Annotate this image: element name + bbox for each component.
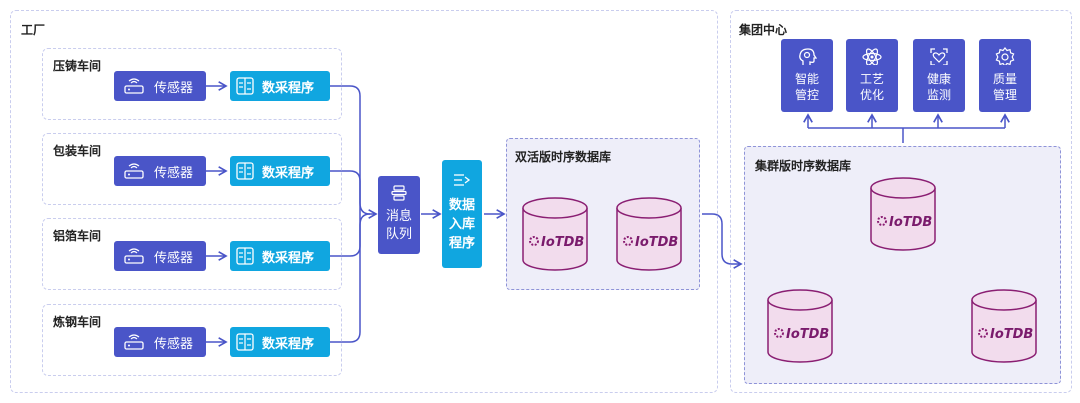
sensor-node: 传感器: [114, 241, 206, 271]
sensor-label: 传感器: [154, 336, 194, 352]
workshop-title: 铝箔车间: [53, 229, 102, 243]
sensor-label: 传感器: [154, 250, 194, 266]
data-collect-icon: [236, 247, 254, 265]
iotdb-cylinder: IoTDB: [522, 197, 588, 271]
app-tile: 健康 监测: [913, 39, 965, 112]
workshop-panel: 铝箔车间: [42, 218, 342, 290]
factory-title: 工厂: [21, 23, 46, 37]
workshop-panel: 炼钢车间: [42, 304, 342, 376]
program-node: 数采程序: [230, 241, 330, 271]
sensor-node: 传感器: [114, 156, 206, 186]
group-center-region: 集团中心: [730, 10, 1072, 393]
workshop-panel: 压铸车间: [42, 48, 342, 120]
program-node: 数采程序: [230, 156, 330, 186]
app-label-2: 优化: [859, 88, 884, 102]
dual-db-title: 双活版时序数据库: [515, 150, 612, 164]
svg-text:IoTDB: IoTDB: [635, 235, 678, 250]
router-icon: [124, 334, 144, 350]
sensor-label: 传感器: [154, 80, 194, 96]
factory-region: 工厂: [10, 10, 718, 393]
workshop-title: 包装车间: [53, 144, 102, 158]
program-label: 数采程序: [262, 336, 315, 352]
svg-text:IoTDB: IoTDB: [541, 235, 584, 250]
router-icon: [124, 163, 144, 179]
sensor-node: 传感器: [114, 327, 206, 357]
smart-brain-icon: [799, 48, 817, 65]
iotdb-cylinder: IoTDB: [870, 177, 936, 251]
group-title: 集团中心: [739, 23, 788, 37]
iotdb-cylinder: IoTDB: [616, 197, 682, 271]
program-label: 数采程序: [262, 165, 315, 181]
app-tile: 智能 管控: [781, 39, 833, 112]
sensor-label: 传感器: [154, 165, 194, 181]
ingest-label-2: 入库: [448, 217, 475, 232]
gear-icon: [995, 47, 1015, 65]
workshop-title: 炼钢车间: [53, 315, 102, 329]
app-label-1: 质量: [992, 72, 1017, 86]
cluster-db-title: 集群版时序数据库: [755, 159, 852, 173]
app-label-2: 管控: [794, 88, 819, 102]
workshop-panel: 包装车间: [42, 133, 342, 205]
workshop-title: 压铸车间: [53, 59, 102, 73]
mq-label-1: 消息: [385, 209, 412, 224]
app-label-1: 工艺: [859, 72, 884, 86]
router-icon: [124, 78, 144, 94]
atom-icon: [862, 48, 882, 65]
app-tile: 质量 管理: [979, 39, 1031, 112]
app-tile: 工艺 优化: [846, 39, 898, 112]
data-collect-icon: [236, 162, 254, 180]
message-queue-node: 消息 队列: [378, 176, 420, 254]
router-icon: [124, 248, 144, 264]
ingest-program-node: 数据 入库 程序: [442, 160, 482, 268]
iotdb-cylinder: IoTDB: [767, 289, 833, 363]
ingest-label-1: 数据: [448, 198, 475, 213]
svg-text:IoTDB: IoTDB: [990, 327, 1033, 342]
app-label-2: 监测: [926, 88, 951, 102]
svg-text:IoTDB: IoTDB: [786, 327, 829, 342]
mq-label-2: 队列: [385, 227, 412, 242]
app-label-1: 健康: [926, 72, 951, 86]
app-label-2: 管理: [992, 88, 1017, 102]
program-node: 数采程序: [230, 71, 330, 101]
app-label-1: 智能: [794, 72, 819, 86]
svg-text:IoTDB: IoTDB: [889, 215, 932, 230]
program-label: 数采程序: [262, 80, 315, 96]
data-collect-icon: [236, 77, 254, 95]
data-collect-icon: [236, 333, 254, 351]
heart-monitor-icon: [930, 48, 948, 65]
ingest-label-3: 程序: [448, 236, 475, 251]
iotdb-cylinder: IoTDB: [971, 289, 1037, 363]
queue-icon: [391, 185, 407, 201]
sensor-node: 传感器: [114, 71, 206, 101]
program-node: 数采程序: [230, 327, 330, 357]
program-label: 数采程序: [262, 250, 315, 266]
ingest-icon: [454, 174, 471, 186]
